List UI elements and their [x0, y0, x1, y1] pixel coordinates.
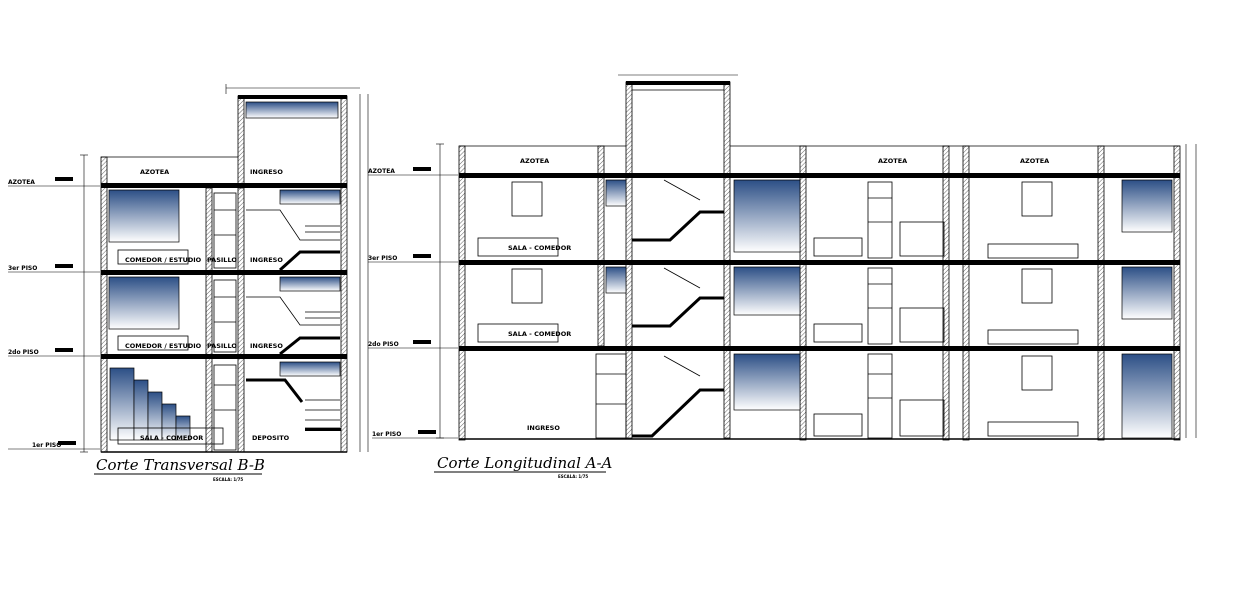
- tower-left-wall: [237, 95, 245, 187]
- left-wall-aa: [458, 145, 466, 441]
- room-label-f1-entry-aa: INGRESO: [527, 424, 560, 432]
- room-label-f3-living-aa: SALA - COMEDOR: [508, 244, 571, 252]
- room-label-stair-top: INGRESO: [250, 168, 283, 176]
- window-f1-right: [279, 361, 341, 377]
- section-bb-title: Corte Transversal B-B: [96, 456, 265, 474]
- slab-2do-aa: [459, 346, 1180, 351]
- level-label-3er-aa: 3er PISO: [368, 255, 397, 262]
- level-label-azotea-aa: AZOTEA: [368, 168, 395, 175]
- window-f3-right: [279, 189, 341, 205]
- level-label-azotea-bb: AZOTEA: [8, 179, 35, 186]
- inner-wall-a: [205, 187, 213, 453]
- window-f2-right: [279, 276, 341, 292]
- section-aa-title: Corte Longitudinal A-A: [437, 454, 613, 472]
- slab-2do-piso: [101, 354, 347, 359]
- level-label-1er-bb: 1er PISO: [32, 442, 61, 449]
- room-label-f2-living-aa: SALA - COMEDOR: [508, 330, 571, 338]
- room-label-roof: AZOTEA: [140, 168, 169, 176]
- slab-3er-piso: [101, 270, 347, 275]
- level-label-1er-aa: 1er PISO: [372, 431, 401, 438]
- room-label-roof-right-aa: AZOTEA: [1020, 157, 1049, 165]
- window-f3-left: [108, 189, 180, 243]
- level-label-2do-bb: 2do PISO: [8, 349, 39, 356]
- room-label-f3-right: INGRESO: [250, 256, 283, 264]
- section-bb-scale: ESCALA: 1/75: [213, 477, 243, 482]
- room-label-f2-mid: PASILLO: [207, 342, 237, 350]
- room-label-f3-left: COMEDOR / ESTUDIO: [125, 256, 202, 264]
- room-label-f3-mid: PASILLO: [207, 256, 237, 264]
- level-label-3er-bb: 3er PISO: [8, 265, 37, 272]
- section-aa: AZOTEA AZOTEA AZOTEA SALA - COMEDOR SALA…: [368, 74, 1197, 479]
- room-label-f2-left: COMEDOR / ESTUDIO: [125, 342, 202, 350]
- room-label-f1-left: SALA - COMEDOR: [140, 434, 203, 442]
- tower-roof-slab: [238, 95, 347, 99]
- room-label-f1-right: DEPOSITO: [252, 434, 290, 442]
- room-label-roof-left-aa: AZOTEA: [520, 157, 549, 165]
- section-bb: AZOTEA INGRESO COMEDOR / ESTUDIO PASILLO…: [8, 84, 369, 482]
- tower-window: [245, 101, 339, 119]
- slab-azotea-aa: [459, 173, 1180, 178]
- right-wall-aa: [1173, 145, 1181, 441]
- window-f2-left: [108, 276, 180, 330]
- slab-3er-aa: [459, 260, 1180, 265]
- slab-azotea: [101, 183, 347, 188]
- level-label-2do-aa: 2do PISO: [368, 341, 399, 348]
- room-label-f2-right: INGRESO: [250, 342, 283, 350]
- inner-wall-b: [237, 187, 245, 453]
- section-aa-scale: ESCALA: 1/75: [558, 474, 588, 479]
- ground-floor-stair-blocks: [109, 367, 191, 441]
- room-label-roof-mid-aa: AZOTEA: [878, 157, 907, 165]
- left-wall: [100, 156, 108, 453]
